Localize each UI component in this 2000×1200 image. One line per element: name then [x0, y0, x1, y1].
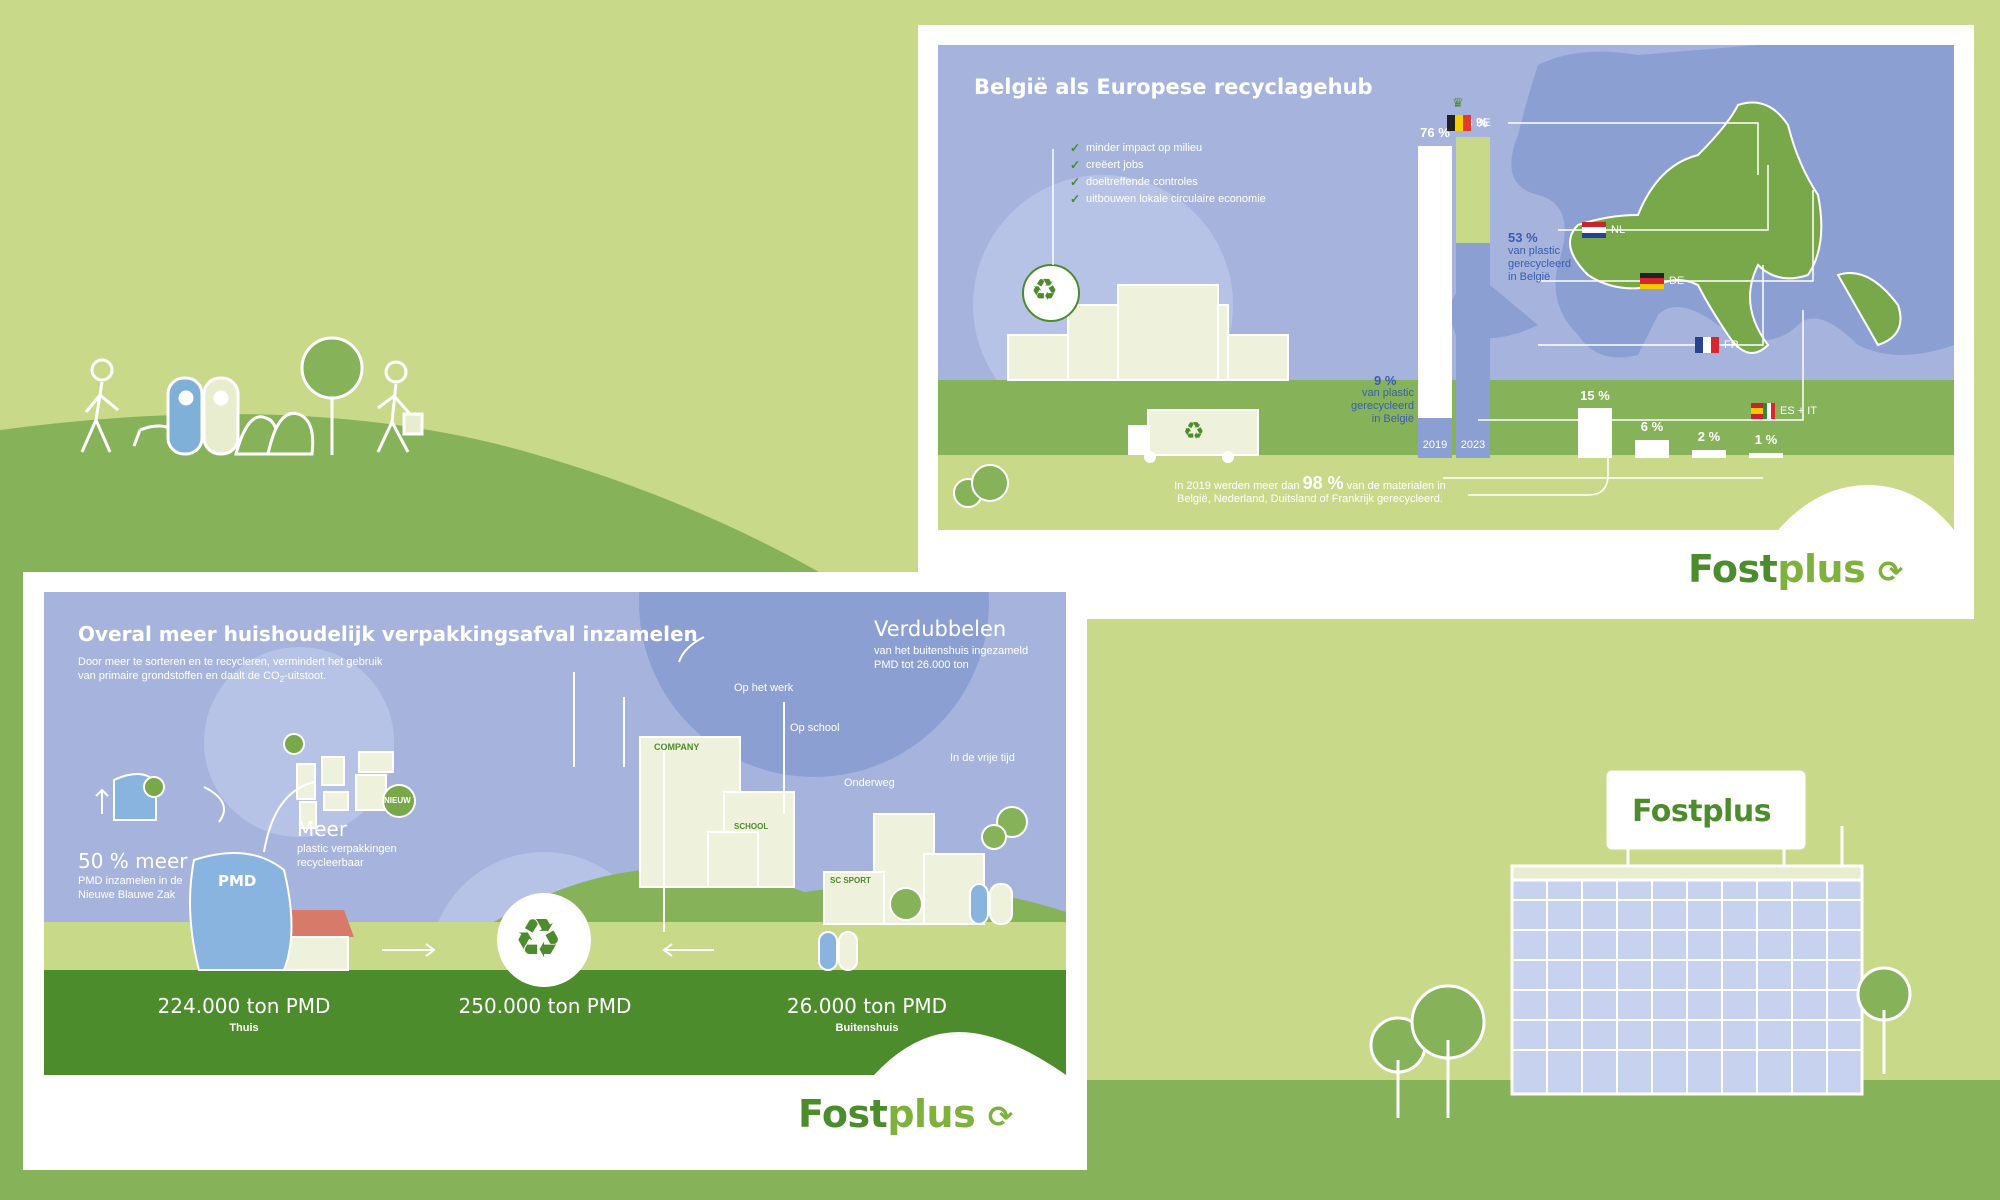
bar-2023-year: 2023 [1460, 439, 1486, 451]
stat-total-value: 250.000 ton PMD [458, 994, 632, 1018]
fostplus-logo: Fostplus ⟳ [1688, 547, 1903, 591]
be-small-text: van plastic gerecycleerd in België [1351, 387, 1414, 425]
company-sign: COMPANY [654, 742, 700, 752]
hub-benefits-list: minder impact op milieu creëert jobs doe… [1070, 140, 1266, 208]
country-es-it: ES + IT [1780, 405, 1817, 417]
center-recycle-icon: ♻ [514, 909, 563, 969]
bar-2019-pct: 76 % [1420, 125, 1450, 140]
country-pct-es-it: 1 % [1754, 432, 1778, 447]
collection-title: Overal meer huishoudelijk verpakkingsafv… [78, 622, 698, 646]
stat-thuis-value: 224.000 ton PMD [157, 994, 331, 1018]
collection-infographic-panel: Overal meer huishoudelijk verpakkingsafv… [44, 592, 1066, 1075]
country-pct-nl: 15 % [1580, 388, 1610, 403]
card-recycling-hub: België als Europese recyclagehub minder … [918, 25, 1974, 619]
be-small-pct: 9 % [1374, 373, 1397, 388]
flag-de-icon [1640, 273, 1664, 289]
hub-footer-text: In 2019 werden meer dan 98 % van de mate… [1174, 473, 1446, 505]
crown-icon: ♛ [1452, 95, 1464, 110]
benefit-item: uitbouwen lokale circulaire economie [1070, 191, 1266, 208]
hub-illustration [938, 45, 1954, 530]
pmd-bag-label: PMD [218, 872, 257, 890]
be-large-text: van plastic gerecycleerd in België [1508, 245, 1571, 283]
location-op-school: Op school [790, 722, 840, 734]
truck-recycle-icon: ♻ [1183, 418, 1205, 445]
stat-buitenshuis-value: 26.000 ton PMD [786, 994, 948, 1018]
factory-recycle-icon: ♻ [1031, 274, 1058, 307]
sport-sign: SC SPORT [830, 876, 871, 885]
headquarters-illustration [1369, 770, 1912, 1118]
flag-nl-icon [1582, 222, 1606, 238]
country-pct-de: 6 % [1640, 419, 1664, 434]
logo-swirl-icon: ⟳ [1877, 555, 1903, 590]
meer-pmd-heading: 50 % meer [78, 849, 188, 873]
hub-infographic-panel: België als Europese recyclagehub minder … [938, 45, 1954, 530]
bar-2019-year: 2019 [1422, 439, 1448, 451]
meer-heading: Meer [297, 817, 348, 841]
benefit-item: doeltreffende controles [1070, 174, 1266, 191]
country-be: BE [1476, 117, 1491, 129]
stat-buitenshuis-label: Buitenshuis [835, 1022, 899, 1034]
hub-title: België als Europese recyclagehub [974, 75, 1373, 99]
benefit-item: minder impact op milieu [1070, 140, 1266, 157]
people-recycling-illustration [80, 336, 424, 456]
country-fr: FR [1724, 339, 1739, 351]
meer-pmd-text: PMD inzamelen in de Nieuwe Blauwe Zak [78, 875, 183, 901]
be-large-pct: 53 % [1508, 230, 1538, 245]
hq-sign-logo: Fostplus [1632, 794, 1772, 829]
collection-subtitle: Door meer te sorteren en te recycleren, … [78, 656, 383, 685]
country-nl: NL [1611, 224, 1626, 236]
card-collection: Overal meer huishoudelijk verpakkingsafv… [23, 572, 1087, 1170]
flag-be-icon [1447, 115, 1471, 131]
country-pct-fr: 2 % [1697, 429, 1721, 444]
flag-es-icon [1751, 403, 1763, 419]
location-vrije-tijd: In de vrije tijd [950, 752, 1015, 764]
verdubbelen-heading: Verdubbelen [874, 617, 1007, 641]
country-de: DE [1669, 275, 1685, 287]
school-sign: SCHOOL [734, 822, 769, 831]
logo-swirl-icon: ⟳ [987, 1100, 1013, 1135]
collection-illustration [44, 592, 1066, 1075]
nieuw-badge: NIEUW [384, 796, 411, 805]
stat-thuis-label: Thuis [229, 1022, 259, 1034]
location-op-het-werk: Op het werk [734, 682, 794, 694]
meer-text: plastic verpakkingen recycleerbaar [297, 843, 397, 869]
benefit-item: creëert jobs [1070, 157, 1266, 174]
verdubbelen-text: van het buitenshuis ingezameld PMD tot 2… [874, 645, 1029, 671]
fostplus-logo: Fostplus ⟳ [798, 1092, 1013, 1136]
flag-it-icon [1763, 403, 1775, 419]
hq-sign-text: Fostplus [1632, 794, 1772, 829]
flag-fr-icon [1695, 337, 1719, 353]
location-onderweg: Onderweg [844, 777, 895, 789]
